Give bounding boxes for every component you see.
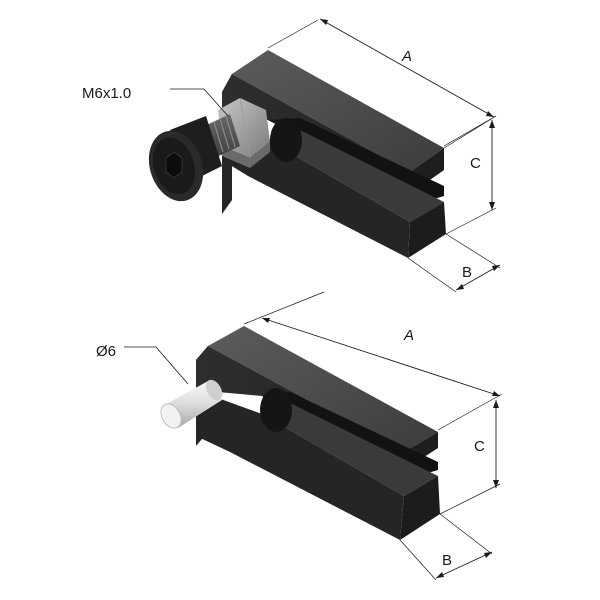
clevis-threaded bbox=[222, 50, 446, 258]
socket-head-screw bbox=[148, 116, 222, 202]
hex-socket-icon bbox=[165, 151, 183, 179]
clevis-bottom-lower-prong-top bbox=[262, 404, 438, 496]
clevis-top-top-face bbox=[232, 50, 444, 172]
top-dimensions: A C B M6x1.0 bbox=[82, 18, 501, 293]
top-dim-b-label: B bbox=[462, 264, 472, 281]
bottom-dim-c-label: C bbox=[474, 438, 485, 455]
clevis-top-lower-body bbox=[222, 118, 410, 258]
cylindrical-pin bbox=[160, 379, 223, 429]
clevis-top-lower-prong-front bbox=[408, 202, 446, 258]
top-dim-a-label: A bbox=[401, 48, 412, 65]
bottom-dim-b-label: B bbox=[442, 552, 452, 569]
bottom-dim-a-label: A bbox=[403, 327, 414, 344]
clevis-bottom-lower-prong-front bbox=[400, 476, 440, 540]
clevis-bottom-slot-end bbox=[260, 388, 292, 432]
clevis-top-slot-end bbox=[270, 118, 302, 162]
clevis-bottom-lower-body bbox=[196, 390, 404, 540]
thread-size-label: M6x1.0 bbox=[82, 85, 131, 102]
bottom-dimensions: A C B Ø6 bbox=[96, 291, 503, 581]
clevis-bottom-top-face bbox=[208, 326, 438, 452]
top-dim-c-label: C bbox=[470, 155, 481, 172]
clevis-pin bbox=[196, 326, 440, 540]
pin-diameter-label: Ø6 bbox=[96, 343, 116, 360]
clevis-top-lower-prong-top bbox=[268, 130, 444, 222]
